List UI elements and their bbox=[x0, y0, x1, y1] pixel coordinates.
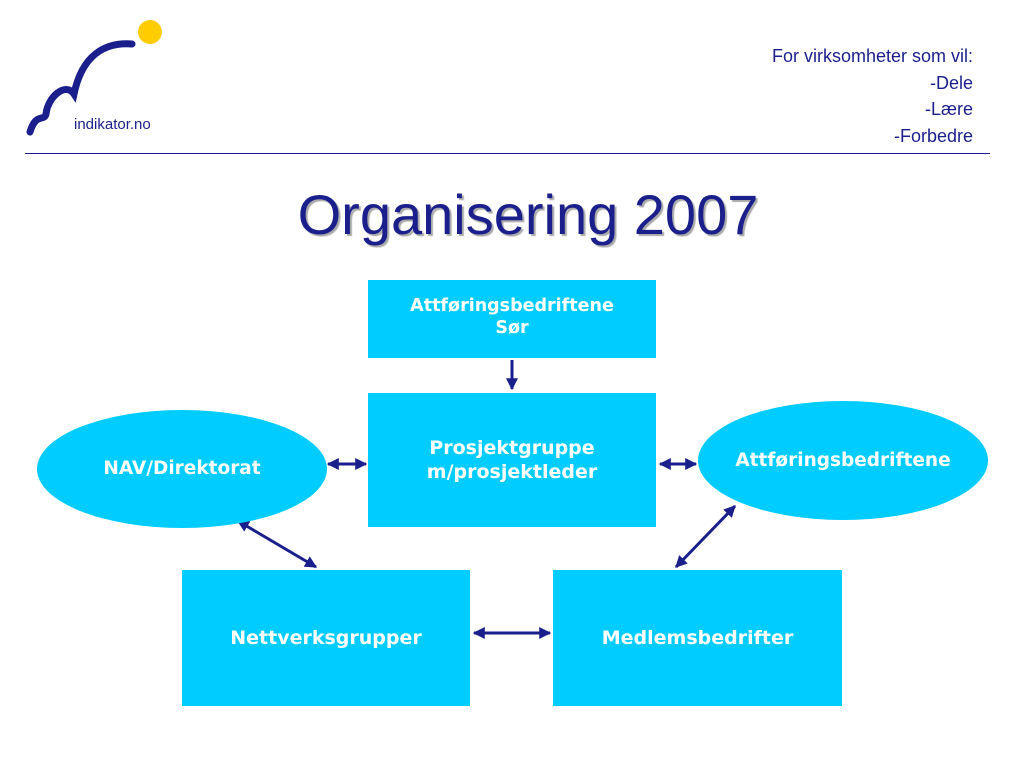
tagline-line: For virksomheter som vil: bbox=[771, 46, 973, 66]
node-label: Nettverksgrupper bbox=[230, 626, 422, 649]
node-medlemsbedrifter: Medlemsbedrifter bbox=[553, 570, 842, 706]
edge-bottomright-right bbox=[674, 504, 737, 569]
node-prosjektgruppe: Prosjektgruppe m/prosjektleder bbox=[368, 393, 656, 527]
tagline-line: -Lære bbox=[924, 99, 973, 119]
tagline-line: -Dele bbox=[929, 72, 973, 93]
header-divider bbox=[25, 153, 990, 154]
node-label: NAV/Direktorat bbox=[103, 458, 261, 480]
node-label: Prosjektgruppe m/prosjektleder bbox=[426, 436, 598, 483]
node-attforingsbedriftene-sor: Attføringsbedriftene Sør bbox=[368, 280, 656, 358]
node-label: Medlemsbedrifter bbox=[601, 626, 794, 649]
logo-icon bbox=[26, 20, 162, 136]
node-nav-direktorat: NAV/Direktorat bbox=[37, 410, 327, 528]
edge-left-bottomleft bbox=[236, 519, 318, 569]
node-label: Attføringsbedriftene Sør bbox=[410, 296, 614, 339]
node-attforingsbedriftene: Attføringsbedriftene bbox=[698, 401, 988, 520]
logo-text: indikator.no bbox=[74, 116, 151, 133]
node-label: Attføringsbedriftene bbox=[735, 449, 951, 471]
node-nettverksgrupper: Nettverksgrupper bbox=[182, 570, 470, 706]
tagline-line: -Forbedre bbox=[893, 125, 973, 146]
slide-title: Organisering 2007 bbox=[297, 183, 759, 246]
tagline: For virksomheter som vil: -Dele -Lære -F… bbox=[772, 43, 973, 149]
